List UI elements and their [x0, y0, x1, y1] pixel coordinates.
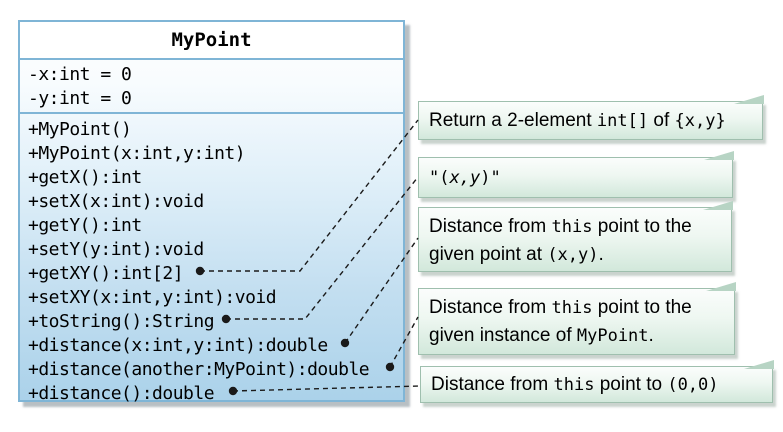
note-distance-xy: Distance from this point to the given poi…	[418, 201, 733, 272]
class-method-row: +distance(x:int,y:int):double	[28, 335, 328, 356]
note-fold-corner-icon	[703, 201, 733, 210]
class-method-row: +getY():int	[28, 215, 142, 236]
class-method-row: +getX():int	[28, 167, 142, 188]
note-tostring: "(x,y)"	[418, 151, 734, 198]
class-method-row: +setXY(x:int,y:int):void	[28, 287, 277, 308]
class-method-row: +getXY():int[2]	[28, 263, 184, 284]
class-method-row: +distance():double	[28, 383, 215, 404]
class-method-row: +distance(another:MyPoint):double	[28, 359, 370, 380]
class-method-row: +toString():String	[28, 311, 215, 332]
note-distance-origin: Distance from this point to (0,0)	[420, 360, 774, 403]
class-field-row: -x:int = 0	[28, 64, 132, 85]
class-methods-compartment: +MyPoint() +MyPoint(x:int,y:int) +getX():i…	[20, 112, 403, 406]
note-fold-corner-icon	[734, 95, 764, 104]
note-text-line: "(x,y)"	[429, 168, 501, 188]
class-method-row: +setY(y:int):void	[28, 239, 204, 260]
note-text-line: given instance of MyPoint.	[429, 325, 654, 346]
class-method-row: +MyPoint(x:int,y:int)	[28, 143, 246, 164]
note-getxy: Return a 2-element int[] of {x,y}	[418, 95, 764, 140]
note-text-line: Distance from this point to the	[429, 297, 692, 318]
note-text-line: Distance from this point to (0,0)	[431, 374, 719, 395]
uml-class-box: MyPoint -x:int = 0-y:int = 0 +MyPoint()+…	[18, 20, 405, 404]
note-text-line: Distance from this point to the	[429, 216, 692, 237]
note-distance-mypoint: Distance from this point to the given ins…	[418, 282, 736, 355]
class-method-row: +setX(x:int):void	[28, 191, 204, 212]
class-field-row: -y:int = 0	[28, 88, 132, 109]
class-name: MyPoint	[20, 22, 403, 58]
note-fold-corner-icon	[704, 151, 734, 160]
class-fields-compartment: -x:int = 0 -y:int = 0	[20, 58, 403, 112]
note-fold-corner-icon	[744, 360, 774, 369]
class-method-row: +MyPoint()	[28, 119, 132, 140]
note-text-line: Return a 2-element int[] of {x,y}	[429, 110, 726, 131]
note-fold-corner-icon	[706, 282, 736, 291]
note-text-line: given point at (x,y).	[429, 244, 604, 265]
